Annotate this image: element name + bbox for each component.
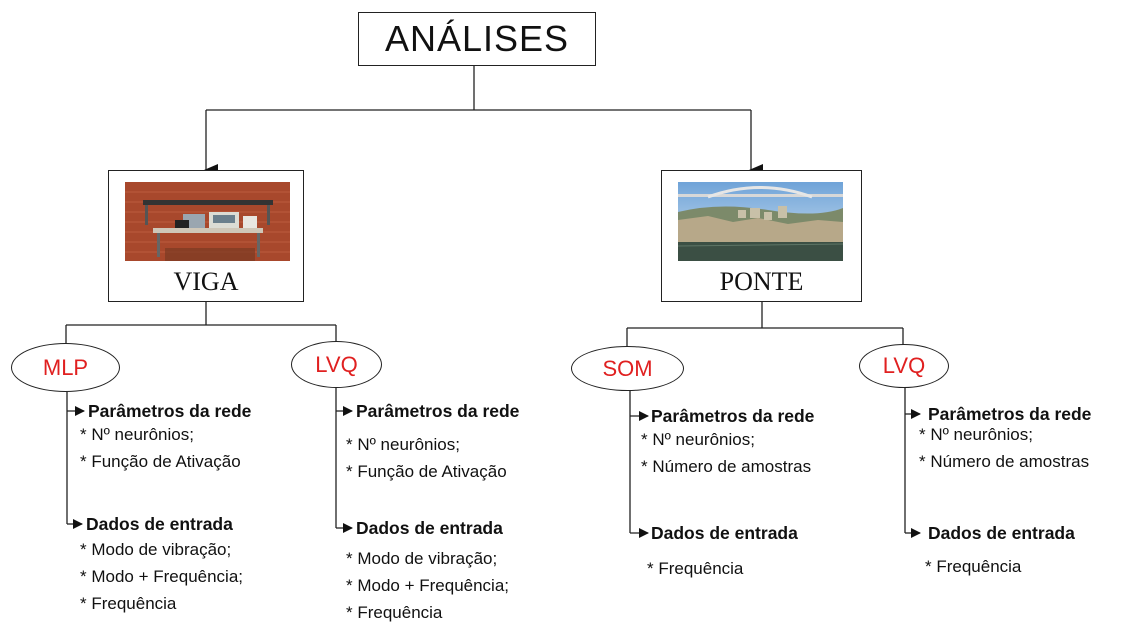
mlp-network-header: Parâmetros da rede bbox=[88, 401, 252, 421]
method-som-label: SOM bbox=[602, 355, 653, 381]
lvq-viga-input-header: Dados de entrada bbox=[356, 518, 503, 538]
som-input-header: Dados de entrada bbox=[651, 523, 798, 543]
lvq-ponte-network-item: * Número de amostras bbox=[919, 452, 1090, 471]
som-network-header: Parâmetros da rede bbox=[651, 406, 815, 426]
root-title: ANÁLISES bbox=[384, 18, 570, 59]
som-network-item: * Número de amostras bbox=[641, 457, 812, 476]
ponte-box: PONTE bbox=[661, 170, 862, 302]
som-input-item: * Frequência bbox=[647, 559, 744, 578]
bridge-photo bbox=[678, 182, 843, 261]
mlp-input-item: * Modo + Frequência; bbox=[80, 567, 244, 586]
viga-box: VIGA bbox=[108, 170, 304, 302]
lvq-viga-network-item: * Nº neurônios; bbox=[346, 435, 460, 454]
lvq-viga-network-item: * Função de Ativação bbox=[346, 462, 507, 481]
lvq-ponte-network-header: Parâmetros da rede bbox=[928, 404, 1092, 424]
lvq-ponte-input-item: * Frequência bbox=[925, 557, 1022, 576]
method-lvq-viga-label: LVQ bbox=[315, 351, 358, 377]
viga-label: VIGA bbox=[173, 267, 239, 296]
lvq-ponte-input-header: Dados de entrada bbox=[928, 523, 1075, 543]
method-lvq-ponte-label: LVQ bbox=[882, 353, 926, 378]
lvq-viga-input-item: * Frequência bbox=[346, 603, 443, 622]
lvq-ponte-network-item: * Nº neurônios; bbox=[919, 425, 1033, 444]
root-box: ANÁLISES bbox=[358, 12, 596, 66]
method-mlp-ellipse: MLP bbox=[11, 343, 120, 392]
mlp-input-item: * Modo de vibração; bbox=[80, 540, 232, 559]
mlp-input-item: * Frequência bbox=[80, 594, 177, 613]
ponte-label: PONTE bbox=[719, 267, 804, 296]
lvq-viga-network-header: Parâmetros da rede bbox=[356, 401, 520, 421]
method-mlp-label: MLP bbox=[42, 354, 89, 380]
som-network-item: * Nº neurônios; bbox=[641, 430, 755, 449]
mlp-input-header: Dados de entrada bbox=[86, 514, 233, 534]
mlp-network-item: * Nº neurônios; bbox=[80, 425, 194, 444]
method-lvq-ponte-ellipse: LVQ bbox=[859, 344, 949, 388]
method-lvq-viga-ellipse: LVQ bbox=[291, 341, 382, 388]
lvq-viga-input-item: * Modo de vibração; bbox=[346, 549, 498, 568]
lvq-viga-input-item: * Modo + Frequência; bbox=[346, 576, 510, 595]
mlp-network-item: * Função de Ativação bbox=[80, 452, 241, 471]
method-som-ellipse: SOM bbox=[571, 346, 684, 391]
lab-beam-test-setup-photo bbox=[125, 182, 290, 261]
